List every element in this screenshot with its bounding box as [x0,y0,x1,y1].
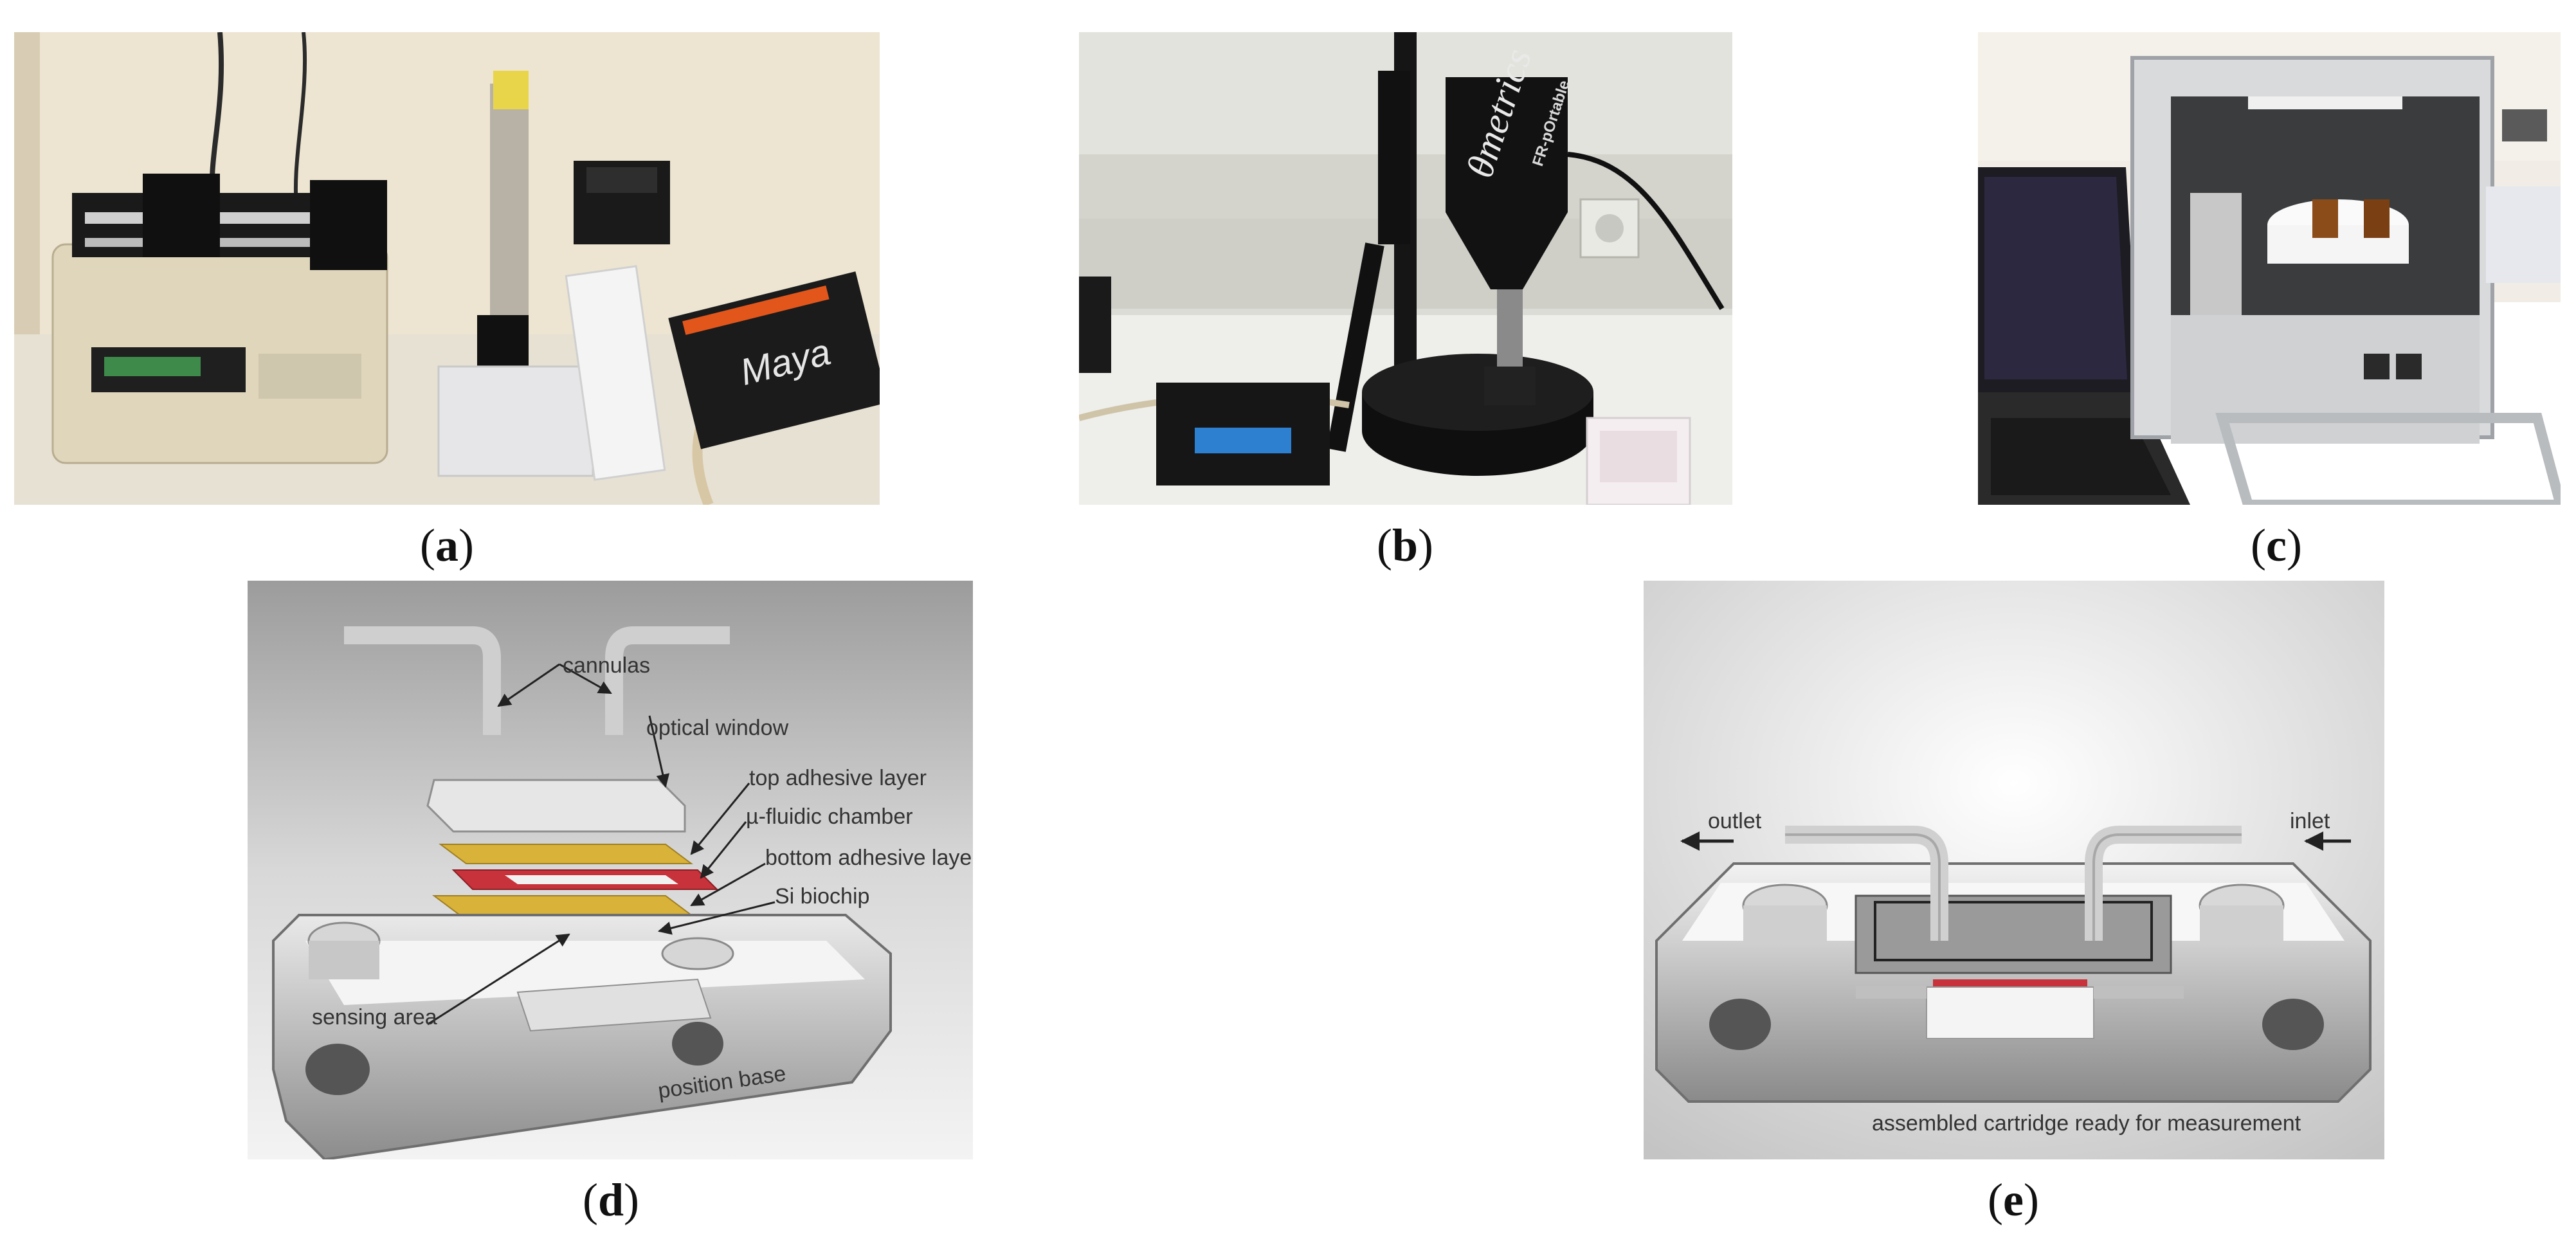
caption-e: (e) [1988,1174,2039,1226]
label-top-adhesive-layer: top adhesive layer [749,766,927,790]
caption-letter-a: a [435,520,458,571]
label-outlet: outlet [1708,809,1762,833]
caption-b: (b) [1376,520,1433,571]
label-cannulas: cannulas [563,653,650,678]
photo-c-enclosed-instrument [1978,32,2561,505]
label-si-biochip: Si biochip [775,884,869,909]
diagram-d-exploded-cartridge: cannulas optical window top adhesive lay… [248,581,973,1159]
label-inlet: inlet [2290,809,2330,833]
label-sensing-area: sensing area [312,1005,437,1030]
diagram-e-assembled-cartridge: outlet inlet assembled cartridge ready f… [1644,581,2384,1159]
caption-a: (a) [420,520,474,571]
label-bottom-adhesive-layer: bottom adhesive layer [765,846,973,870]
caption-letter-d: d [597,1174,624,1226]
caption-letter-c: c [2266,520,2287,571]
label-fluidic-chamber: µ-fluidic chamber [746,804,913,829]
photo-b-reflectometer-setup: θmetrics FR-pOrtable [1079,32,1732,505]
photo-a-syringe-pump-setup: Maya [14,32,880,505]
label-assembled-cartridge: assembled cartridge ready for measuremen… [1872,1111,2301,1136]
label-optical-window: optical window [646,716,789,740]
caption-d: (d) [582,1174,639,1226]
caption-letter-b: b [1392,520,1419,571]
caption-c: (c) [2251,520,2302,571]
caption-letter-e: e [2003,1174,2024,1226]
